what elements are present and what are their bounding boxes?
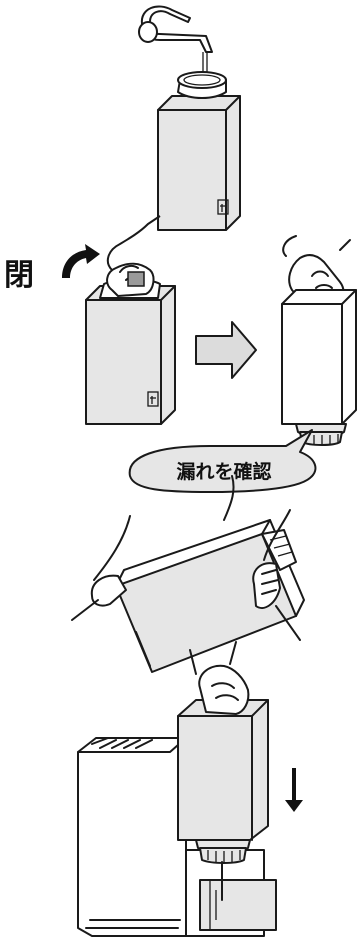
tank-inverted (281, 289, 357, 446)
step-close-cap (85, 215, 176, 425)
hand-insert (189, 641, 250, 715)
water-tank (157, 71, 241, 231)
humidifier-body (77, 737, 277, 937)
hand-close (106, 215, 161, 297)
tank-insert (177, 699, 269, 901)
rotate-arrow-icon (62, 244, 100, 278)
right-arrow-icon (195, 321, 257, 379)
step-insert-tank (77, 641, 303, 937)
step-tilt-tank (71, 475, 305, 673)
leak-check-label: 漏れを確認 (176, 460, 271, 483)
step-inverted-tank (281, 235, 357, 446)
leak-check-bubble: 漏れを確認 (128, 429, 317, 493)
tank-tilted (115, 519, 305, 673)
arm-line (223, 475, 235, 521)
close-label: 閉 (4, 258, 34, 293)
step-fill-tank (138, 5, 241, 231)
down-arrow-icon (285, 768, 303, 812)
hand-right-top (252, 509, 301, 641)
tank-close (85, 278, 176, 425)
faucet-icon (138, 5, 213, 90)
hand-left-bottom (71, 515, 131, 621)
